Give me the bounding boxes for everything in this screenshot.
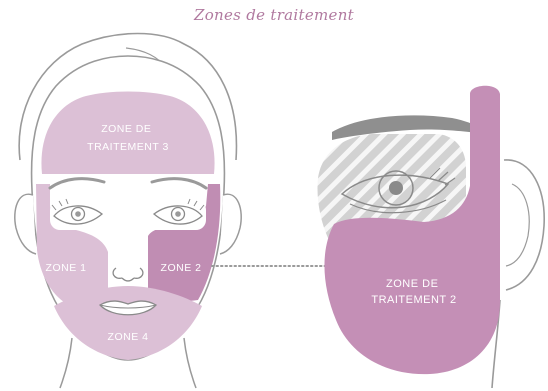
front-face: ZONE DE TRAITEMENT 3 ZONE 1 ZONE 2 ZONE … [15,34,241,389]
left-ear [15,194,36,254]
zone-1-label: ZONE 1 [46,262,87,274]
right-ear [220,194,241,254]
zone-2-label: ZONE 2 [161,262,202,274]
zoomed-face-detail: ZONE DE TRAITEMENT 2 [317,86,544,388]
zone-4-label: ZONE 4 [108,331,149,343]
neck-line [60,338,72,388]
zone-4-area [54,286,202,360]
side-ear [504,160,544,290]
neck-line [184,338,196,388]
